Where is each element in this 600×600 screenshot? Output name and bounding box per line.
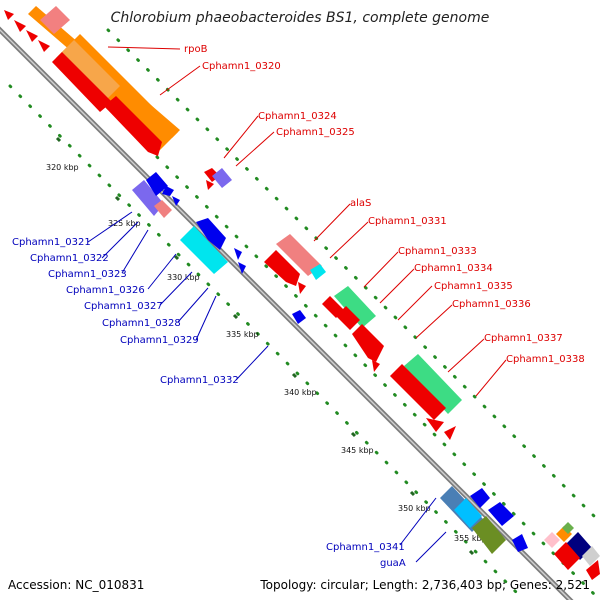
gene-label[interactable]: Cphamn1_0329 [120, 335, 199, 346]
gene-feature[interactable] [180, 226, 228, 274]
gene-label[interactable]: Cphamn1_0336 [452, 299, 531, 310]
gene-label[interactable]: Cphamn1_0326 [66, 285, 145, 296]
tick-label: 325 kbp [108, 219, 141, 228]
gene-label[interactable]: Cphamn1_0323 [48, 269, 127, 280]
gene-arrow[interactable] [206, 180, 214, 190]
gene-arrow[interactable] [162, 186, 174, 196]
gene-arrow[interactable] [372, 360, 380, 372]
gene-label[interactable]: Cphamn1_0328 [102, 318, 181, 329]
tick-label: 320 kbp [46, 163, 79, 172]
gene-label[interactable]: Cphamn1_0327 [84, 301, 163, 312]
gene-label[interactable]: Cphamn1_0322 [30, 253, 109, 264]
gene-feature[interactable] [212, 168, 232, 188]
gene-feature[interactable] [554, 542, 580, 570]
gene-label[interactable]: Cphamn1_0335 [434, 281, 513, 292]
tick-label: 340 kbp [284, 388, 317, 397]
gene-feature[interactable] [582, 546, 600, 566]
gene-label[interactable]: Cphamn1_0334 [414, 263, 493, 274]
gene-feature[interactable] [52, 52, 112, 112]
gene-feature[interactable] [276, 234, 322, 276]
gene-feature[interactable] [454, 498, 482, 528]
gene-label[interactable]: Cphamn1_0325 [276, 127, 355, 138]
gene-label[interactable]: Cphamn1_0331 [368, 216, 447, 227]
genome-backbone [0, 26, 574, 600]
gene-feature[interactable] [104, 96, 162, 156]
gene-arrow[interactable] [14, 20, 26, 32]
gene-arrow[interactable] [238, 262, 246, 274]
gene-feature[interactable] [586, 560, 600, 580]
reverse-genes [132, 172, 528, 554]
gene-arrow[interactable] [4, 10, 14, 20]
tick-label: 345 kbp [341, 446, 374, 455]
gene-label[interactable]: Cphamn1_0333 [398, 246, 477, 257]
gene-arrow[interactable] [444, 426, 456, 440]
gene-label[interactable]: rpoB [184, 44, 208, 55]
forward-gene-labels: rpoB Cphamn1_0320 Cphamn1_0324 Cphamn1_0… [184, 44, 585, 365]
gene-feature[interactable] [352, 324, 384, 362]
gene-label[interactable]: Cphamn1_0332 [160, 375, 239, 386]
gene-label[interactable]: Cphamn1_0337 [484, 333, 563, 344]
tick-label: 335 kbp [226, 330, 259, 339]
gene-feature[interactable] [40, 6, 70, 34]
gene-feature[interactable] [336, 306, 360, 330]
gene-feature[interactable] [334, 286, 376, 328]
gene-arrow[interactable] [38, 40, 50, 52]
gene-feature[interactable] [322, 296, 344, 318]
gene-feature[interactable] [512, 534, 528, 552]
gene-label[interactable]: Cphamn1_0320 [202, 61, 281, 72]
tick-label: 330 kbp [167, 273, 200, 282]
gene-arrow[interactable] [26, 30, 38, 42]
gene-feature[interactable] [310, 264, 326, 280]
forward-genes [4, 6, 600, 580]
gene-feature[interactable] [154, 200, 172, 218]
map-title: Chlorobium phaeobacteroides BS1, complet… [110, 10, 490, 26]
gene-feature[interactable] [472, 516, 506, 554]
gene-label[interactable]: guaA [380, 558, 406, 569]
gene-feature[interactable] [470, 488, 490, 508]
reverse-gene-labels: Cphamn1_0321 Cphamn1_0322 Cphamn1_0323 C… [12, 237, 406, 569]
gene-feature[interactable] [562, 522, 574, 534]
tick-labels: 320 kbp 325 kbp 330 kbp 335 kbp 340 kbp … [46, 163, 487, 543]
gene-arrow[interactable] [298, 282, 306, 294]
gene-feature[interactable] [264, 250, 300, 286]
gene-feature[interactable] [146, 172, 168, 196]
gene-arrow[interactable] [234, 248, 242, 260]
topology-text: Topology: circular; Length: 2,736,403 bp… [260, 578, 590, 592]
gene-feature[interactable] [390, 364, 446, 420]
gene-feature[interactable] [488, 502, 514, 526]
gene-label[interactable]: Cphamn1_0321 [12, 237, 91, 248]
gene-feature[interactable] [292, 310, 306, 324]
tick-label: 350 kbp [398, 504, 431, 513]
forward-leaders [107, 46, 507, 397]
gene-arrow[interactable] [172, 196, 180, 206]
gene-label[interactable]: Cphamn1_0341 [326, 542, 405, 553]
tick-label: 355 kbp [454, 534, 487, 543]
reverse-leaders [87, 211, 447, 563]
gene-label[interactable]: Cphamn1_0324 [258, 111, 337, 122]
gene-feature[interactable] [544, 532, 560, 548]
accession-text: Accession: NC_010831 [8, 578, 145, 592]
gene-label[interactable]: Cphamn1_0338 [506, 354, 585, 365]
gene-arrow[interactable] [426, 418, 444, 432]
gene-feature[interactable] [404, 354, 462, 414]
gene-feature[interactable] [196, 218, 226, 250]
gene-label[interactable]: alaS [350, 198, 371, 209]
gene-feature[interactable] [58, 40, 120, 102]
tick-marks [55, 136, 475, 556]
